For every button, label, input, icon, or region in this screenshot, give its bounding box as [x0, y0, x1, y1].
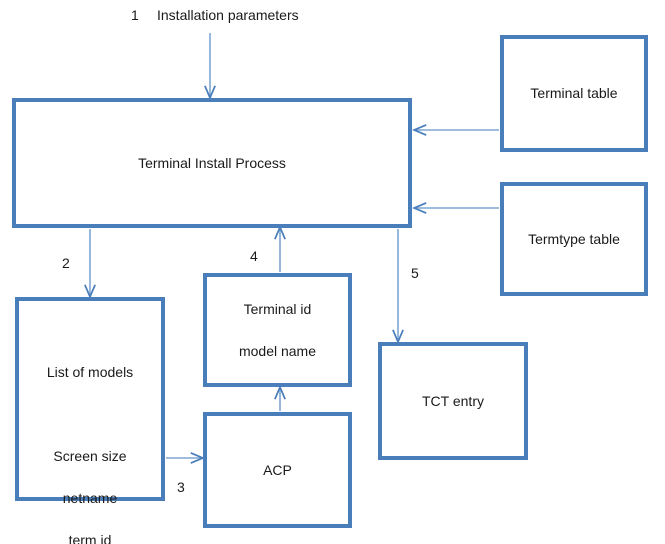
node-terminal-install-process-label: Terminal Install Process	[138, 154, 286, 171]
node-terminal-id-model-name-label: Terminal id model name	[233, 278, 322, 383]
node-tct-entry[interactable]: TCT entry	[378, 342, 528, 460]
list-of-models-line-4: term id	[68, 532, 112, 544]
list-of-models-spacer	[47, 404, 133, 425]
edge-label-4: 4	[250, 248, 258, 264]
edge-label-5: 5	[411, 265, 419, 281]
node-tct-entry-label: TCT entry	[422, 392, 484, 409]
node-terminal-table[interactable]: Terminal table	[500, 35, 648, 152]
edge-label-2: 2	[62, 255, 70, 271]
node-acp-label: ACP	[263, 461, 292, 478]
node-list-of-models-label: List of models Screen size netname term …	[41, 341, 139, 544]
terminal-id-line-1: Terminal id	[243, 300, 312, 317]
node-terminal-id-model-name[interactable]: Terminal id model name	[203, 273, 352, 387]
node-termtype-table-label: Termtype table	[528, 230, 620, 247]
list-of-models-line-2: Screen size	[53, 448, 127, 464]
installation-parameters-text: Installation parameters	[157, 7, 299, 23]
node-termtype-table[interactable]: Termtype table	[500, 182, 648, 296]
node-acp[interactable]: ACP	[203, 412, 352, 528]
list-of-models-line-3: netname	[62, 490, 118, 506]
list-of-models-line-1: List of models	[46, 364, 134, 380]
terminal-id-line-2: model name	[238, 342, 317, 359]
edge-label-3: 3	[177, 479, 185, 495]
node-terminal-install-process[interactable]: Terminal Install Process	[12, 98, 412, 228]
node-terminal-table-label: Terminal table	[530, 85, 618, 101]
node-list-of-models[interactable]: List of models Screen size netname term …	[15, 297, 165, 544]
edge-label-1: 1	[131, 7, 139, 23]
